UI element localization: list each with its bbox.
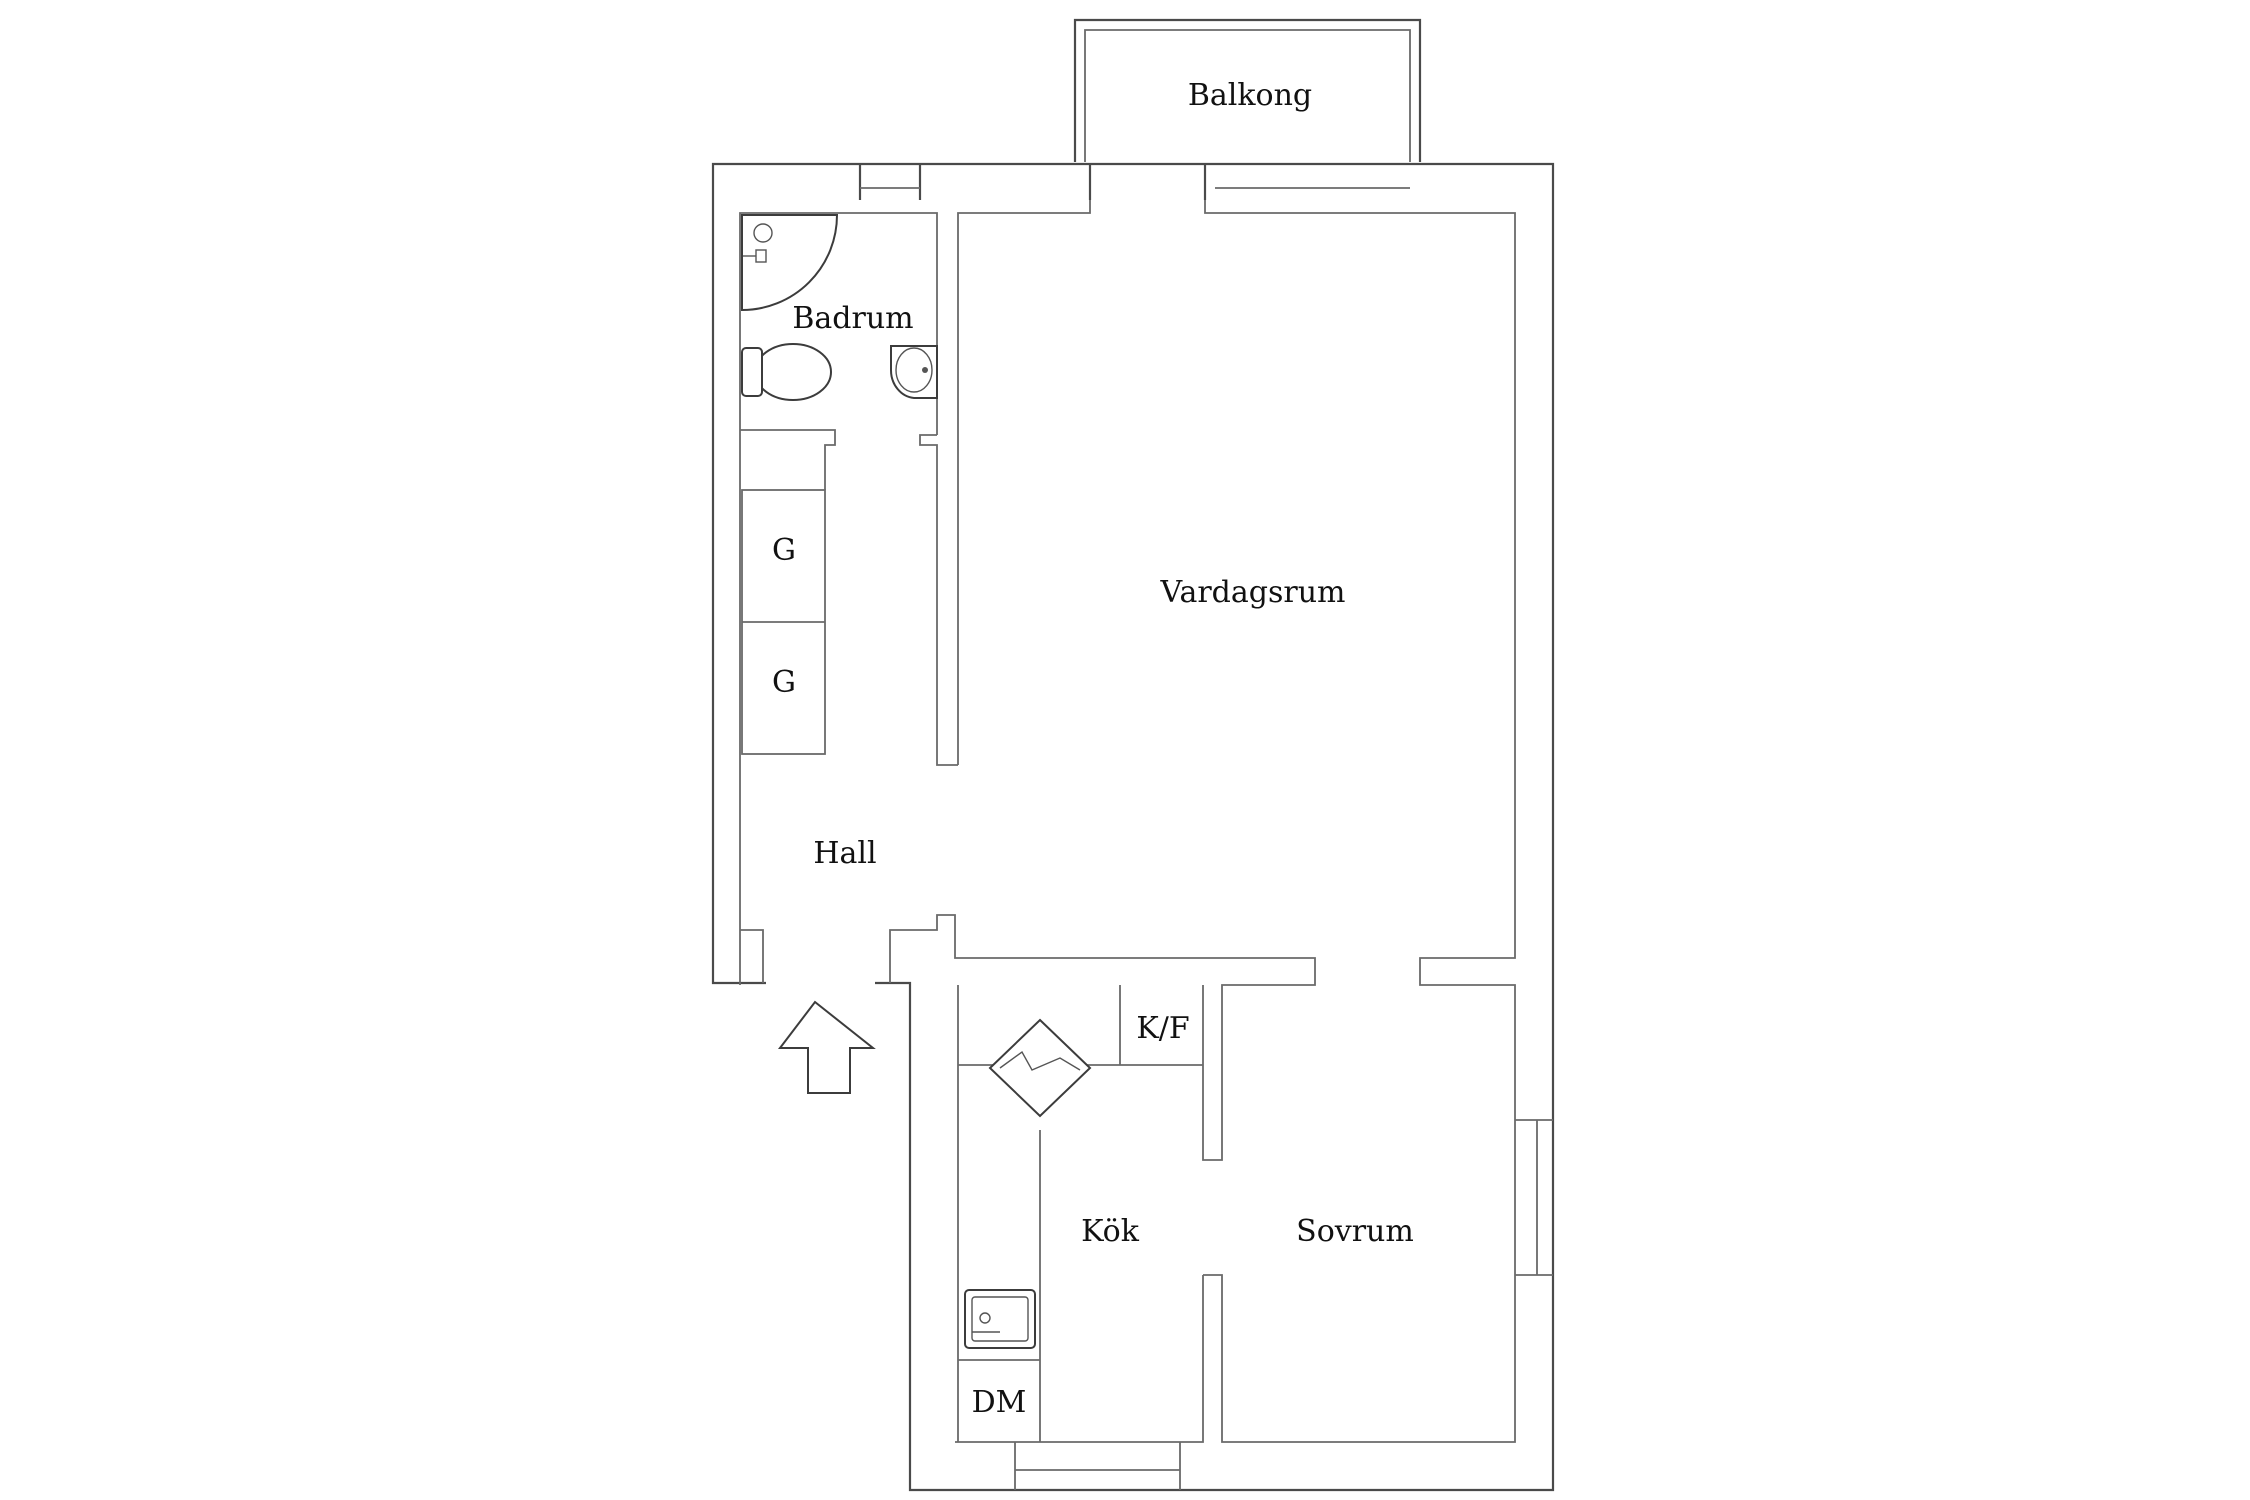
- dishwasher-label: DM: [972, 1385, 1027, 1420]
- kitchen-sink-icon: [964, 1289, 1036, 1349]
- sovrum-label: Sovrum: [1296, 1214, 1414, 1249]
- hall-label: Hall: [813, 836, 876, 871]
- outer-walls: [711, 162, 1555, 1492]
- up-arrow-icon: [777, 1000, 876, 1094]
- balcony: [1073, 18, 1422, 162]
- bathroom-fixtures: [741, 214, 938, 401]
- kok-label: Kök: [1081, 1214, 1140, 1249]
- inner-walls: [739, 200, 1553, 1490]
- washbasin-icon: [889, 345, 938, 399]
- toilet-icon: [741, 343, 832, 401]
- stove-icon: [988, 1018, 1092, 1118]
- kitchen-fixtures: [964, 1018, 1092, 1349]
- fridge-freezer-label: K/F: [1136, 1011, 1189, 1046]
- balkong-label: Balkong: [1188, 78, 1312, 113]
- wardrobe-1-label: G: [772, 533, 796, 568]
- shower-icon: [741, 214, 839, 312]
- badrum-label: Badrum: [792, 301, 913, 336]
- wardrobe-2-label: G: [772, 665, 796, 700]
- vardagsrum-label: Vardagsrum: [1160, 575, 1346, 610]
